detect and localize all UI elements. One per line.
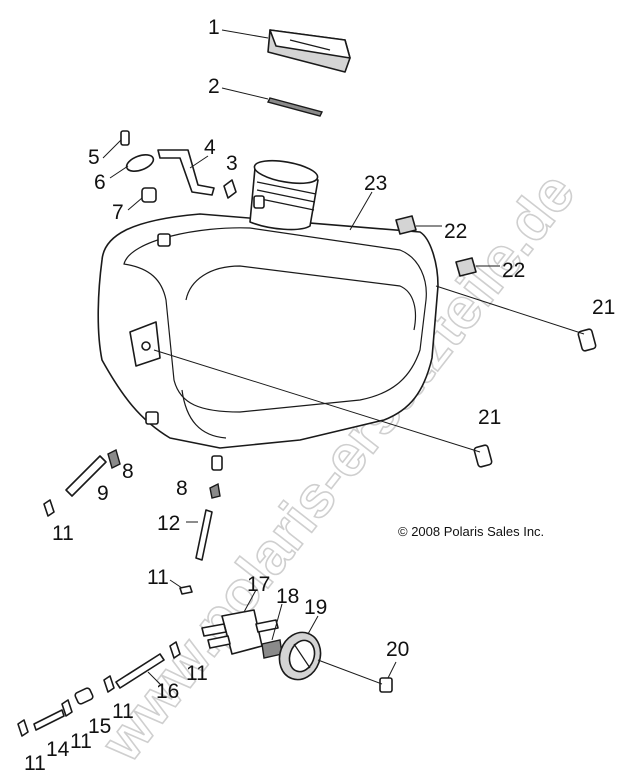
part-9-fuel-line[interactable] bbox=[65, 455, 107, 497]
part-8-clamp-a[interactable] bbox=[107, 448, 121, 470]
part-12-fuel-line[interactable] bbox=[195, 509, 213, 561]
callout-5: 5 bbox=[88, 146, 100, 169]
part-11-clip-c[interactable] bbox=[169, 641, 181, 659]
leader-6 bbox=[109, 165, 129, 179]
leader-18 bbox=[271, 603, 283, 641]
callout-18: 18 bbox=[276, 585, 299, 608]
callout-11d: 11 bbox=[112, 700, 134, 723]
callout-6: 6 bbox=[94, 171, 106, 194]
callout-8a: 8 bbox=[122, 460, 134, 483]
callout-22a: 22 bbox=[444, 220, 467, 243]
callout-8b: 8 bbox=[176, 477, 188, 500]
leader-1 bbox=[221, 29, 269, 39]
part-14-fuel-line[interactable] bbox=[33, 709, 65, 731]
part-1-cap[interactable] bbox=[267, 29, 351, 73]
leader-4 bbox=[189, 155, 209, 169]
callout-12: 12 bbox=[157, 512, 180, 535]
leader-2 bbox=[221, 87, 269, 100]
part-2-strap[interactable] bbox=[266, 97, 324, 117]
leader-16 bbox=[147, 671, 163, 687]
part-19-valve-knob[interactable] bbox=[273, 627, 327, 686]
leader-23 bbox=[349, 191, 373, 231]
callout-15: 15 bbox=[88, 715, 111, 738]
leader-5 bbox=[102, 139, 122, 159]
leader-21a bbox=[435, 285, 585, 335]
part-15-filter[interactable] bbox=[74, 687, 94, 705]
part-4-bracket[interactable] bbox=[157, 149, 215, 196]
part-11-clip-e[interactable] bbox=[61, 699, 73, 717]
callout-3: 3 bbox=[226, 152, 238, 175]
leader-11b bbox=[169, 579, 183, 589]
leader-20b bbox=[387, 661, 397, 679]
callout-11a: 11 bbox=[52, 522, 74, 545]
leader-20 bbox=[317, 659, 383, 685]
callout-11f: 11 bbox=[24, 752, 46, 775]
callout-17: 17 bbox=[247, 573, 270, 596]
part-8-clamp-b[interactable] bbox=[209, 482, 221, 499]
callout-9: 9 bbox=[97, 482, 109, 505]
callout-22b: 22 bbox=[502, 259, 525, 282]
callout-16: 16 bbox=[156, 680, 179, 703]
leader-19 bbox=[307, 615, 319, 635]
part-11-clip-d[interactable] bbox=[103, 675, 115, 693]
callout-20: 20 bbox=[386, 638, 409, 661]
callout-11b: 11 bbox=[147, 566, 169, 589]
part-22-bumper-b[interactable] bbox=[455, 257, 477, 277]
callout-11c: 11 bbox=[186, 662, 208, 685]
part-11-clip-b[interactable] bbox=[179, 585, 193, 595]
part-11-clip-f[interactable] bbox=[17, 719, 29, 737]
part-16-fuel-line[interactable] bbox=[115, 653, 165, 689]
callout-11e: 11 bbox=[70, 730, 92, 753]
callout-14: 14 bbox=[46, 738, 70, 761]
callout-21b: 21 bbox=[478, 406, 501, 429]
leader-21b bbox=[153, 349, 481, 453]
part-22-bumper-a[interactable] bbox=[395, 215, 417, 235]
copyright-notice: © 2008 Polaris Sales Inc. bbox=[398, 524, 544, 539]
callout-4: 4 bbox=[204, 136, 216, 159]
part-3-clip[interactable] bbox=[223, 179, 237, 199]
part-23-fuel-tank[interactable] bbox=[97, 157, 439, 471]
leader-17 bbox=[243, 589, 257, 613]
part-21-bolt-a[interactable] bbox=[577, 328, 597, 352]
callout-19: 19 bbox=[304, 596, 327, 619]
callout-7: 7 bbox=[112, 201, 124, 224]
part-20-screw[interactable] bbox=[379, 677, 393, 693]
callout-23: 23 bbox=[364, 172, 387, 195]
callout-2: 2 bbox=[208, 75, 220, 98]
part-7-grommet[interactable] bbox=[141, 187, 157, 203]
callout-1: 1 bbox=[208, 16, 220, 39]
part-11-clip-a[interactable] bbox=[43, 499, 55, 517]
callout-21a: 21 bbox=[592, 296, 615, 319]
part-6-washer[interactable] bbox=[124, 152, 155, 175]
part-21-bolt-b[interactable] bbox=[473, 444, 493, 468]
leader-7 bbox=[127, 197, 143, 211]
part-5-screw[interactable] bbox=[120, 130, 130, 146]
